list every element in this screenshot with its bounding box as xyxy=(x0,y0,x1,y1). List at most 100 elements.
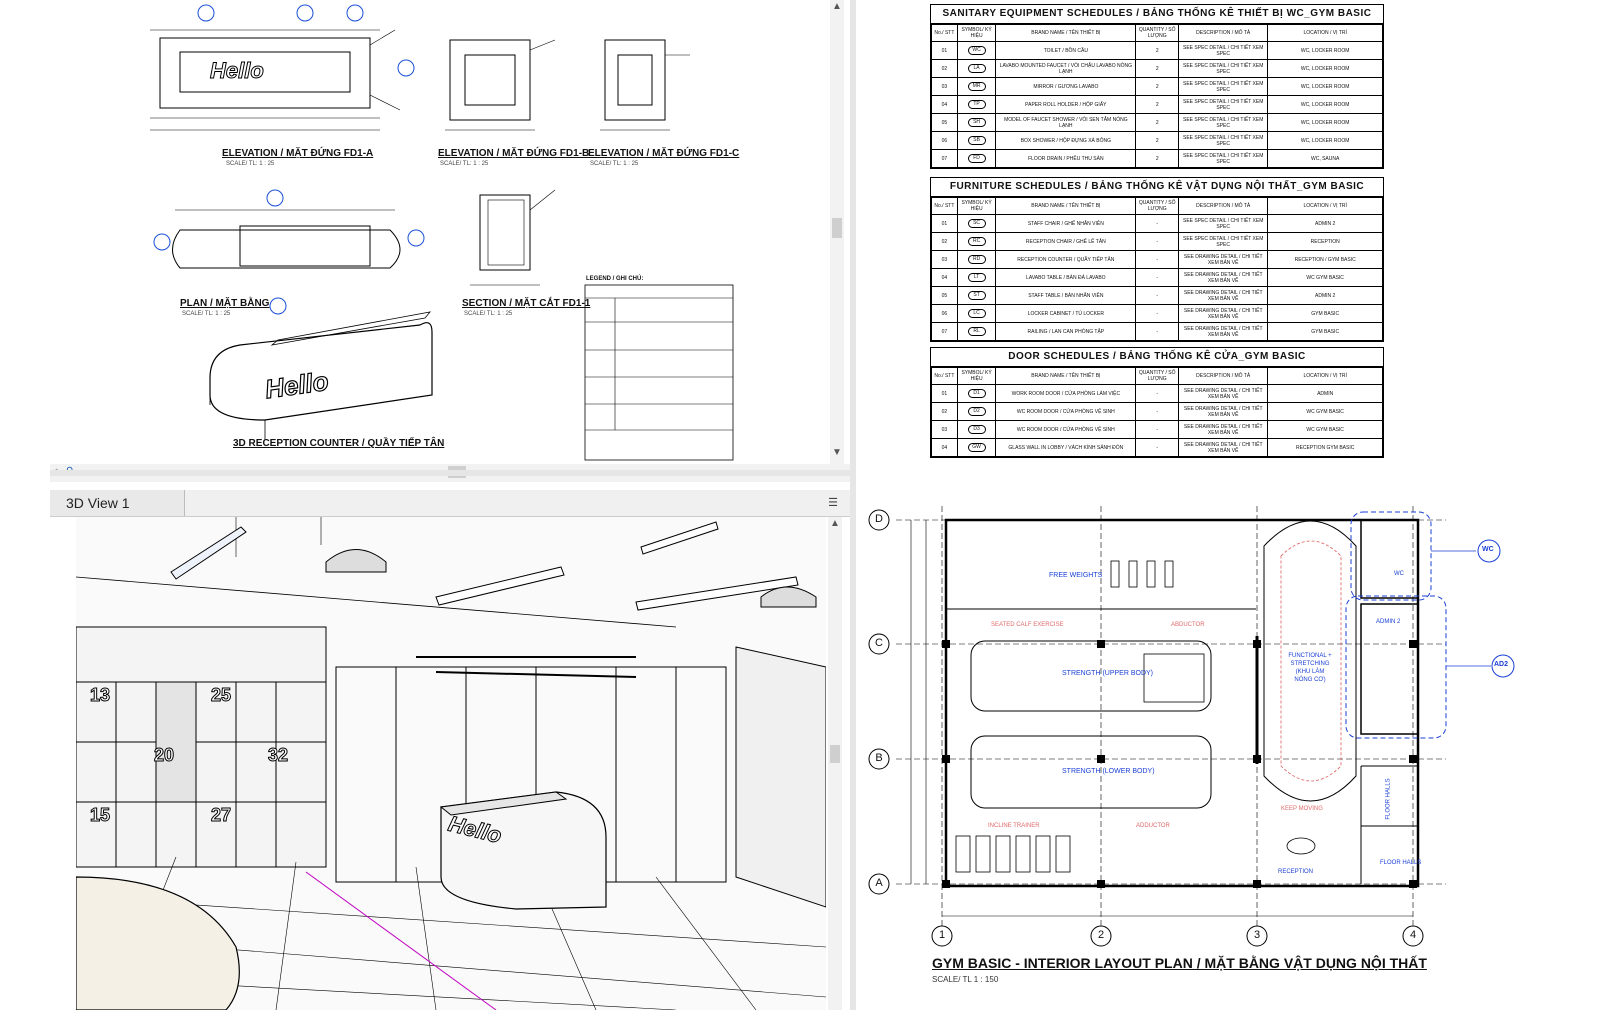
table-cell: RECEPTION xyxy=(1267,232,1383,251)
table-cell: ADMIN 2 xyxy=(1267,214,1383,233)
table-cell: SEE DRAWING DETAIL / CHI TIẾT XEM BẢN VẼ xyxy=(1178,402,1269,421)
table-cell: - xyxy=(1135,402,1180,421)
tab-menu-icon[interactable]: ☰ xyxy=(828,497,838,509)
table-cell: RECEPTION CHAIR / GHẾ LỄ TÂN xyxy=(995,232,1137,251)
table-cell: 2 xyxy=(1135,149,1180,168)
table-cell: SEE SPEC DETAIL / CHI TIẾT XEM SPEC xyxy=(1178,149,1269,168)
table-cell: MR xyxy=(956,77,997,96)
table-cell: D3 xyxy=(956,420,997,439)
detail-drawings-view[interactable]: Hello Hello ELEVATION / MẶT ĐỨNG FD1-A S… xyxy=(50,0,830,464)
legend-title: LEGEND / GHI CHÚ: xyxy=(586,276,644,282)
table-cell: STAFF CHAIR / GHẾ NHÂN VIÊN xyxy=(995,214,1137,233)
schedule-header-cell: SYMBOL/ KÝ HIỆU xyxy=(956,197,997,215)
table-cell: - xyxy=(1135,438,1180,457)
symbol-tag: RC xyxy=(967,237,986,246)
table-cell: GLASS WALL IN LOBBY / VÁCH KÍNH SẢNH ĐÓN xyxy=(995,438,1137,457)
zone-floor-halls: FLOOR HALLS xyxy=(1385,778,1392,820)
table-cell: RL xyxy=(956,322,997,341)
symbol-tag: TP xyxy=(967,100,986,109)
table-cell: WC, LOCKER ROOM xyxy=(1267,41,1383,60)
3d-scroll-up-arrow-icon[interactable]: ▲ xyxy=(830,518,840,529)
furniture-schedule-table: FURNITURE SCHEDULES / BẢNG THỐNG KÊ VẬT … xyxy=(930,177,1384,342)
schedule-header-cell: BRAND NAME / TÊN THIẾT BỊ xyxy=(995,367,1137,385)
table-cell: WC GYM BASIC xyxy=(1267,420,1383,439)
layout-plan-svg xyxy=(868,506,1515,947)
detail-view-vscrollbar[interactable]: ▲ ▼ xyxy=(830,0,844,464)
table-cell: SEE DRAWING DETAIL / CHI TIẾT XEM BẢN VẼ xyxy=(1178,250,1269,269)
table-cell: GYM BASIC xyxy=(1267,304,1383,323)
table-cell: 04 xyxy=(931,95,958,114)
table-cell: 02 xyxy=(931,59,958,78)
table-cell: SB xyxy=(956,131,997,150)
table-cell: WORK ROOM DOOR / CỬA PHÒNG LÀM VIỆC xyxy=(995,384,1137,403)
locker-number: 13 xyxy=(89,685,111,706)
table-cell: SEE DRAWING DETAIL / CHI TIẾT XEM BẢN VẼ xyxy=(1178,268,1269,287)
table-cell: 01 xyxy=(931,384,958,403)
grid-bubble-b: B xyxy=(875,752,883,764)
tab-3d-view-1[interactable]: 3D View 1 xyxy=(50,490,185,516)
zone-functional: FUNCTIONAL + STRETCHING (KHU LÀM NÓNG CƠ… xyxy=(1288,653,1332,683)
schedule-header-cell: No./ STT xyxy=(931,367,958,385)
symbol-tag: LT xyxy=(967,273,986,282)
table-cell: TOILET / BỒN CẦU xyxy=(995,41,1137,60)
scroll-down-arrow-icon[interactable]: ▼ xyxy=(832,447,842,458)
horizontal-pane-divider[interactable] xyxy=(50,470,850,476)
table-cell: FD xyxy=(956,149,997,168)
zone-strength-lower: STRENGTH (LOWER BODY) xyxy=(1062,768,1155,775)
table-cell: - xyxy=(1135,268,1180,287)
table-cell: WC, LOCKER ROOM xyxy=(1267,95,1383,114)
scroll-up-arrow-icon[interactable]: ▲ xyxy=(832,1,842,12)
table-cell: SEE SPEC DETAIL / CHI TIẾT XEM SPEC xyxy=(1178,214,1269,233)
schedule-header-cell: No./ STT xyxy=(931,24,958,42)
table-cell: 2 xyxy=(1135,95,1180,114)
schedule-header-cell: QUANTITY / SỐ LƯỢNG xyxy=(1135,367,1180,385)
grid-bubble-a: A xyxy=(875,877,883,889)
table-cell: LAVABO MOUNTED FAUCET / VÒI CHẬU LAVABO … xyxy=(995,59,1137,78)
zone-floor-halls-2: FLOOR HALLS xyxy=(1380,860,1422,866)
plan-detail-scale: SCALE/ TL: 1 : 25 xyxy=(182,311,231,317)
scroll-thumb[interactable] xyxy=(832,218,842,238)
table-cell: 06 xyxy=(931,304,958,323)
grid-bubble-2: 2 xyxy=(1097,929,1105,941)
table-cell: - xyxy=(1135,420,1180,439)
callout-ad2[interactable]: AD2 xyxy=(1494,661,1509,668)
table-cell: RC xyxy=(956,232,997,251)
table-cell: LOCKER CABINET / TỦ LOCKER xyxy=(995,304,1137,323)
table-cell: SH xyxy=(956,113,997,132)
3d-view-vscrollbar[interactable]: ▲ xyxy=(828,517,842,1010)
table-cell: 04 xyxy=(931,438,958,457)
zone-strength-upper: STRENGTH (UPPER BODY) xyxy=(1062,670,1154,677)
vertical-pane-divider[interactable] xyxy=(850,0,856,1010)
table-cell: 07 xyxy=(931,322,958,341)
table-cell: 2 xyxy=(1135,59,1180,78)
grid-bubble-4: 4 xyxy=(1409,929,1417,941)
layout-plan-scale: SCALE/ TL 1 : 150 xyxy=(932,975,999,984)
callout-wc[interactable]: WC xyxy=(1482,546,1494,553)
table-cell: BOX SHOWER / HỘP ĐỰNG XÀ BÔNG xyxy=(995,131,1137,150)
3d-scroll-thumb[interactable] xyxy=(830,745,840,763)
counter-3d-label: 3D RECEPTION COUNTER / QUẦY TIẾP TÂN xyxy=(233,438,445,449)
table-cell: WC ROOM DOOR / CỬA PHÒNG VỆ SINH xyxy=(995,402,1137,421)
elevation-a-hello-text: Hello xyxy=(210,58,265,84)
table-cell: 05 xyxy=(931,113,958,132)
table-cell: SEE SPEC DETAIL / CHI TIẾT XEM SPEC xyxy=(1178,95,1269,114)
table-cell: 2 xyxy=(1135,41,1180,60)
grid-bubble-3: 3 xyxy=(1253,929,1261,941)
table-cell: 07 xyxy=(931,149,958,168)
elevation-a-label: ELEVATION / MẶT ĐỨNG FD1-A xyxy=(222,148,374,159)
schedule-header-cell: DESCRIPTION / MÔ TẢ xyxy=(1178,367,1269,385)
schedule-header-cell: LOCATION / VỊ TRÍ xyxy=(1267,197,1383,215)
table-cell: - xyxy=(1135,322,1180,341)
schedule-header-cell: BRAND NAME / TÊN THIẾT BỊ xyxy=(995,24,1137,42)
table-cell: RECEPTION / GYM BASIC xyxy=(1267,250,1383,269)
